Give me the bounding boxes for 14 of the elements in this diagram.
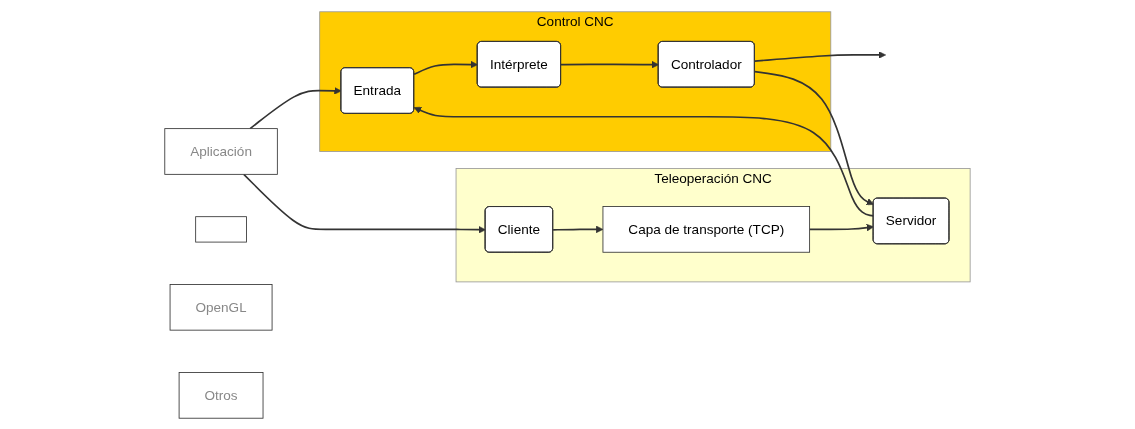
arrow — [249, 86, 342, 129]
arrow — [243, 173, 486, 233]
node-box: Otros — [178, 371, 264, 419]
node-box: OpenGL — [169, 283, 273, 331]
node-box — [195, 215, 247, 242]
arrow — [413, 60, 478, 75]
node-box: Capa de transporte (TCP) — [602, 205, 811, 253]
arrow — [413, 106, 875, 217]
arrow — [560, 60, 659, 68]
node-box: Aplicación — [164, 127, 278, 175]
arrow — [754, 70, 874, 205]
arrow — [754, 50, 886, 62]
arrow — [552, 225, 604, 233]
arrow — [808, 223, 874, 231]
